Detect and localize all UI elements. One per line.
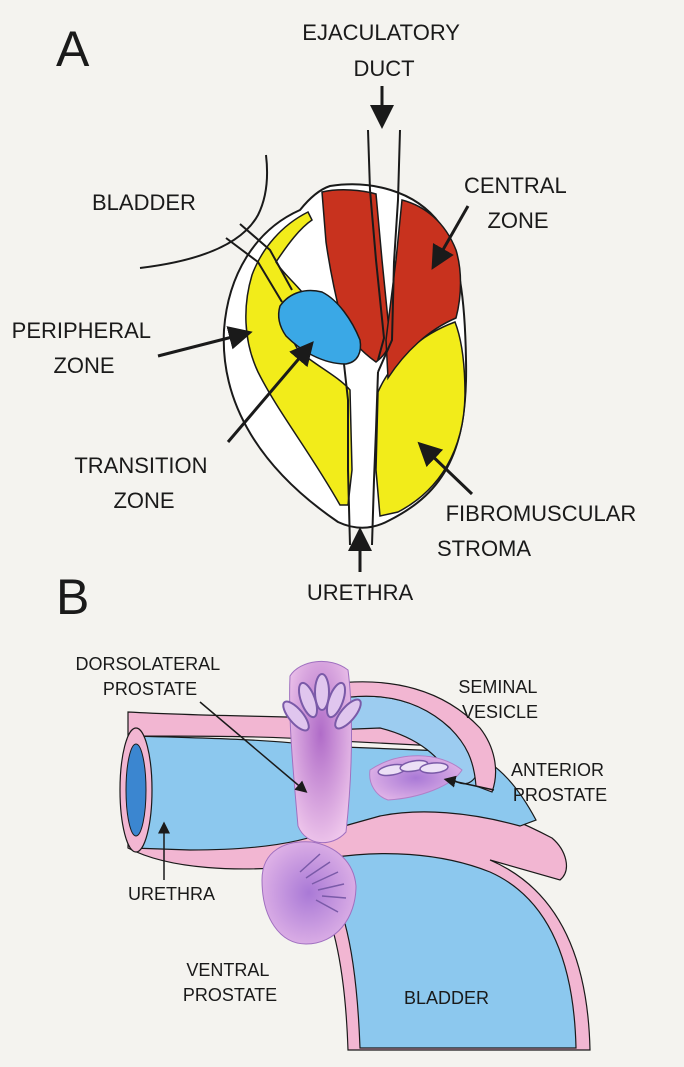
label-ejaculatory-duct: EJACULATORY DUCT [302,20,465,81]
panel-a: A EJACULATORY DUCT BLADDER CENTRAL [12,20,643,605]
label-peripheral-zone: PERIPHERAL ZONE [12,318,157,378]
label-urethra-b: URETHRA [128,884,215,904]
label-bladder-a: BLADDER [92,190,196,215]
panel-b-letter: B [56,569,89,625]
label-anterior-prostate: ANTERIOR PROSTATE [511,760,609,805]
label-central-zone: CENTRAL ZONE [464,173,572,233]
label-bladder-b: BLADDER [404,988,489,1008]
panel-b: B [56,569,609,1050]
urethra-opening-inner [126,744,146,836]
panel-a-letter: A [56,21,90,77]
label-transition-zone: TRANSITION ZONE [74,453,213,513]
label-fibromuscular-stroma: FIBROMUSCULAR STROMA [437,501,642,561]
label-urethra-a: URETHRA [307,580,414,605]
label-ventral-prostate: VENTRAL PROSTATE [183,960,277,1005]
label-seminal-vesicle: SEMINAL VESICLE [458,677,541,722]
label-dorsolateral-prostate: DORSOLATERAL PROSTATE [75,654,224,699]
